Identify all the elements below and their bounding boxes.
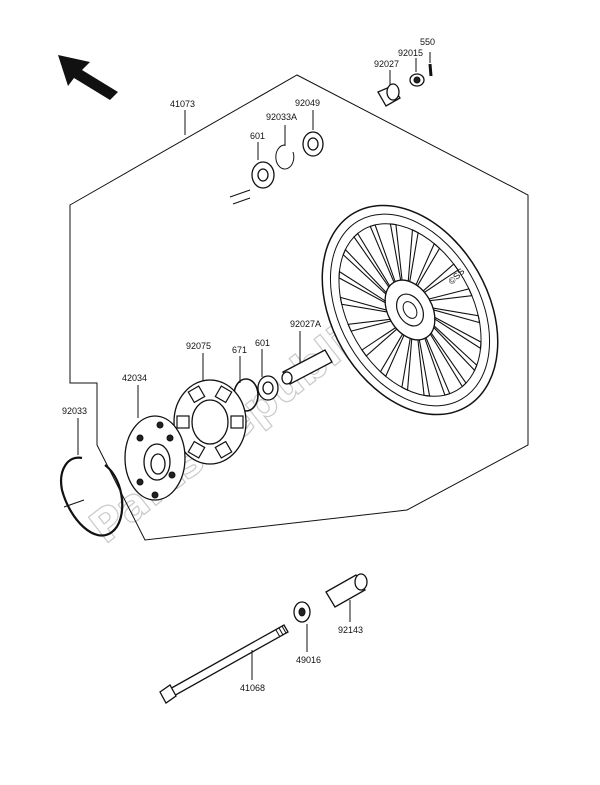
- part-92033A-circlip: [275, 144, 295, 170]
- part-92015-nut: [409, 73, 425, 87]
- label-49016: 49016: [296, 655, 321, 665]
- part-92027A-collar: [281, 349, 333, 385]
- damper-block: [187, 385, 206, 404]
- part-601-bearing-top: [251, 161, 275, 189]
- ref-tick: [229, 189, 251, 205]
- label-550: 550: [420, 37, 435, 47]
- label-92027A: 92027A: [290, 319, 321, 329]
- label-92075: 92075: [186, 341, 211, 351]
- part-550-cotter-pin: [428, 52, 433, 77]
- part-41068-axle: [159, 624, 289, 704]
- label-92027: 92027: [374, 59, 399, 69]
- label-671: 671: [232, 345, 247, 355]
- part-49016-washer: [293, 601, 311, 623]
- damper-block: [187, 440, 206, 459]
- label-42034: 42034: [122, 373, 147, 383]
- part-42034-coupling: [124, 415, 186, 501]
- label-92015: 92015: [398, 48, 423, 58]
- part-92033-circlip: [60, 456, 124, 537]
- label-92143: 92143: [338, 625, 363, 635]
- damper-block: [176, 415, 190, 429]
- label-41073: 41073: [170, 99, 195, 109]
- wheel-rim: [321, 204, 499, 416]
- label-92033A: 92033A: [266, 112, 297, 122]
- damper-block: [214, 440, 233, 459]
- part-601-bearing-mid: [257, 375, 279, 401]
- label-41068: 41068: [240, 683, 265, 693]
- damper-block: [230, 415, 244, 429]
- part-92049-oil-seal: [302, 131, 324, 157]
- assembly-outline: [69, 74, 529, 541]
- part-92143-collar: [325, 573, 368, 608]
- direction-arrow-icon: [58, 55, 118, 100]
- label-601-mid: 601: [255, 338, 270, 348]
- label-92049: 92049: [295, 98, 320, 108]
- damper-block: [214, 385, 233, 404]
- part-92027-collar: [377, 83, 401, 107]
- label-92033: 92033: [62, 406, 87, 416]
- part-92075-damper: [173, 379, 247, 465]
- label-601-top: 601: [250, 131, 265, 141]
